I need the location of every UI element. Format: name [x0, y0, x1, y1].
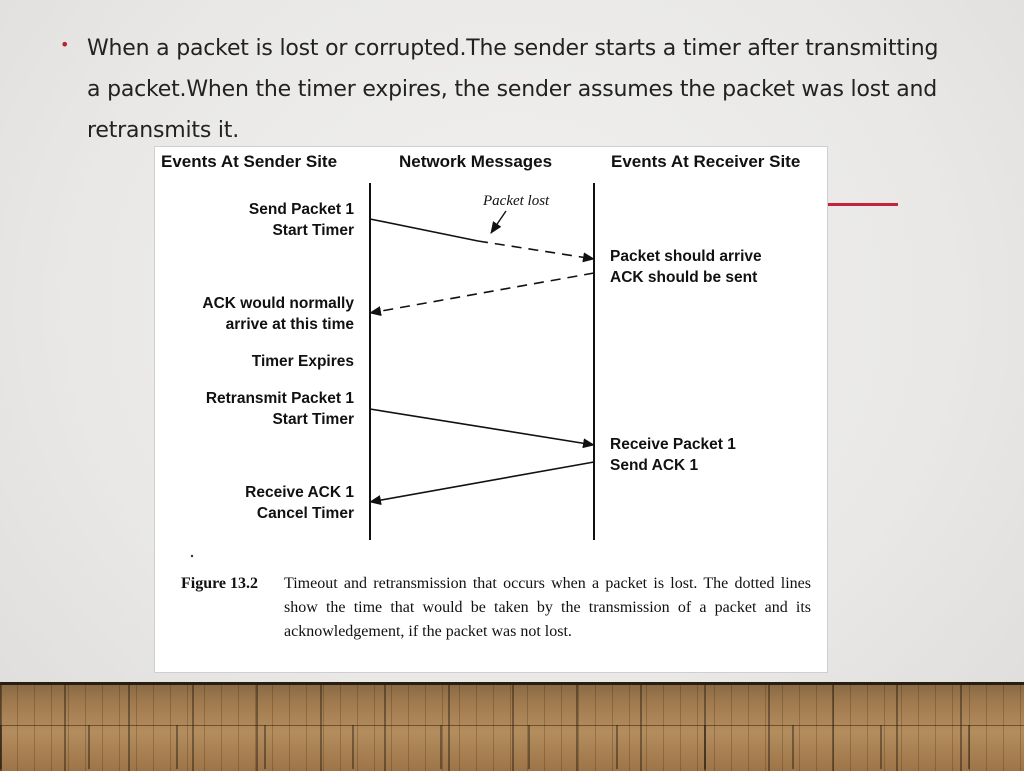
- sequence-diagram: Events At Sender Site Network Messages E…: [161, 152, 800, 558]
- wood-floor: [0, 682, 1024, 771]
- ack-arrow: [369, 461, 595, 505]
- header-network: Network Messages: [399, 152, 552, 171]
- timeout-retransmission-figure: Events At Sender Site Network Messages E…: [154, 146, 828, 673]
- figure-caption: Figure 13.2 Timeout and retransmission t…: [181, 572, 811, 644]
- header-receiver: Events At Receiver Site: [611, 152, 800, 171]
- packet-lost-annotation: Packet lost: [482, 193, 550, 209]
- receiver-event-label: Packet should arrive: [610, 248, 762, 265]
- sender-event-label: arrive at this time: [226, 316, 355, 333]
- packet-lost-dashed-line: [477, 240, 595, 263]
- sender-event-label: Start Timer: [272, 411, 354, 428]
- receiver-event-label: Receive Packet 1: [610, 436, 736, 453]
- bullet-point: • When a packet is lost or corrupted.The…: [60, 28, 940, 151]
- sender-event-label: ACK would normally: [202, 295, 354, 312]
- stray-mark: [190, 554, 194, 558]
- sender-event-label: Timer Expires: [252, 353, 354, 370]
- wood-floor-seam: [0, 725, 1024, 769]
- packet-send-line: [369, 218, 479, 242]
- header-sender: Events At Sender Site: [161, 152, 337, 171]
- bullet-marker: •: [60, 35, 70, 54]
- bullet-text: When a packet is lost or corrupted.The s…: [87, 36, 939, 143]
- sender-event-label: Cancel Timer: [257, 505, 354, 522]
- accent-line: [828, 203, 898, 206]
- receiver-event-label: ACK should be sent: [610, 269, 757, 286]
- sender-event-label: Start Timer: [272, 222, 354, 239]
- caption-text: Timeout and retransmission that occurs w…: [284, 575, 811, 640]
- sender-event-label: Retransmit Packet 1: [206, 390, 355, 407]
- ack-dashed-line: [369, 272, 595, 316]
- receiver-event-label: Send ACK 1: [610, 457, 699, 474]
- sender-event-label: Receive ACK 1: [245, 484, 354, 501]
- annotation-arrow: [490, 210, 507, 234]
- retransmit-packet-arrow: [369, 408, 595, 449]
- sender-event-label: Send Packet 1: [249, 201, 354, 218]
- caption-label: Figure 13.2: [181, 575, 259, 592]
